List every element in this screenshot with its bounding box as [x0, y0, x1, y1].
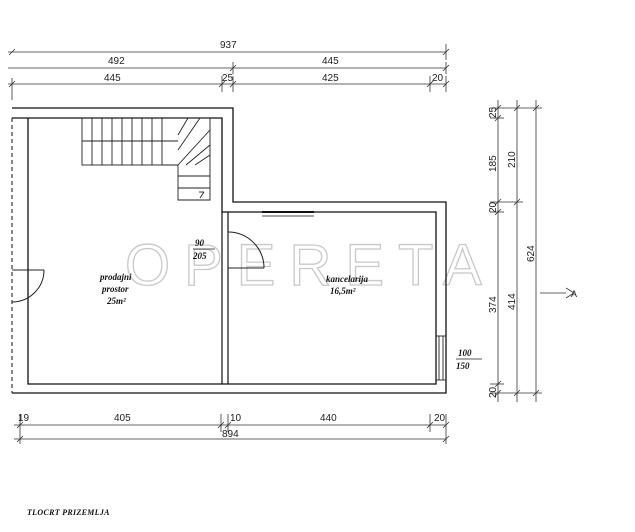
dim-bottom-seg2: 405	[114, 413, 131, 424]
dim-top-seg4: 20	[432, 73, 444, 84]
dim-bottom-seg1: 19	[18, 413, 30, 424]
room-office-label: kancelarija	[326, 274, 368, 284]
door-swing-partition	[227, 231, 265, 269]
dim-top-seg3: 425	[322, 73, 339, 84]
room-sales-label-2: prostor	[101, 284, 129, 294]
dim-bottom-total: 894	[222, 429, 239, 440]
dim-top-right: 445	[322, 56, 339, 67]
top-dimensions	[8, 44, 450, 100]
right-dimensions	[490, 100, 542, 402]
dim-top-seg1: 445	[104, 73, 121, 84]
section-marker	[540, 287, 575, 299]
dim-right-1: 25	[488, 106, 499, 118]
plan-caption: TLOCRT PRIZEMLJA	[27, 508, 110, 517]
dim-bottom-seg4: 440	[320, 413, 337, 424]
staircase	[81, 117, 211, 201]
bottom-dimensions	[14, 414, 450, 444]
door-width: 90	[195, 238, 205, 248]
watermark: OPERETA	[125, 233, 496, 298]
dim-right-5: 20	[488, 386, 499, 398]
room-sales-area: 25m²	[106, 296, 126, 306]
dim-right-2: 185	[488, 155, 499, 172]
door-swing-left	[11, 269, 45, 303]
dim-bottom-seg3: 10	[230, 413, 242, 424]
dim-right-4: 374	[488, 296, 499, 313]
dim-top-total: 937	[220, 40, 237, 51]
window-width: 100	[458, 348, 472, 358]
dim-top-left: 492	[108, 56, 125, 67]
window-height: 150	[456, 361, 470, 371]
dim-right-3: 20	[488, 201, 499, 213]
room-office-area: 16,5m²	[330, 286, 356, 296]
dim-right-total: 624	[526, 245, 537, 262]
dim-top-seg2: 25	[222, 73, 234, 84]
window-right	[436, 335, 446, 381]
dim-bottom-seg5: 20	[434, 413, 446, 424]
section-marker-label: A	[571, 289, 577, 299]
room-sales-label-1: prodajni	[99, 272, 132, 282]
dim-right-mid-2: 414	[507, 293, 518, 310]
dim-right-mid-1: 210	[507, 151, 518, 168]
door-height: 205	[192, 251, 207, 261]
